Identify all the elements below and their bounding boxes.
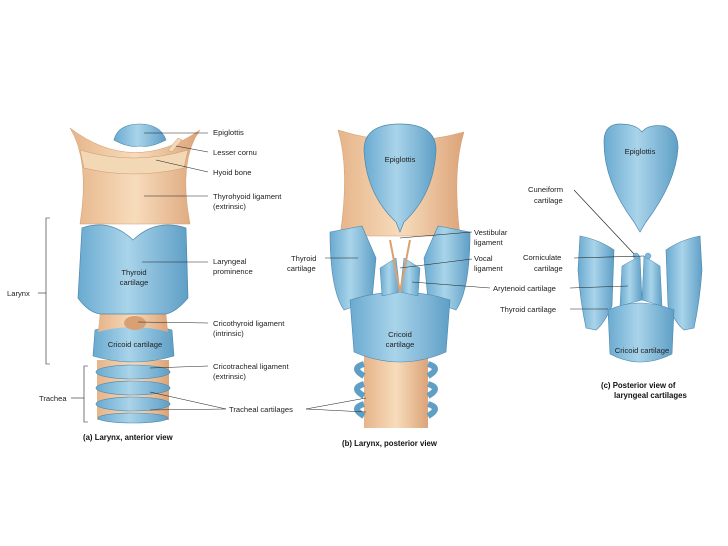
label-epiglottis-c: Epiglottis <box>624 147 656 156</box>
caption-c-line2: laryngeal cartilages <box>614 391 687 401</box>
hyoid-bone <box>79 149 189 175</box>
label-cuneiform: Cuneiform <box>528 185 564 194</box>
label-prominence: prominence <box>213 267 253 276</box>
caption-c-text-1: Posterior view of <box>612 381 676 390</box>
label-thyroid-a: Thyroid <box>121 268 147 277</box>
label-arytenoid: Arytenoid cartilage <box>493 284 556 293</box>
label-thyroid-c: Thyroid cartilage <box>500 305 557 314</box>
panel-c-illustration <box>577 123 703 363</box>
caption-c-text-2: laryngeal cartilages <box>614 391 687 400</box>
panel-b-illustration <box>329 123 471 428</box>
label-cricotracheal-ligament: Cricotracheal ligament <box>213 362 289 371</box>
caption-b-letter: (b) <box>342 439 352 448</box>
label-cartilage-a: cartilage <box>119 278 149 287</box>
caption-c: (c) Posterior view of <box>601 381 676 391</box>
tracheal-rings <box>95 364 171 424</box>
leader-lines <box>38 132 645 423</box>
caption-b: (b) Larynx, posterior view <box>342 439 437 449</box>
label-cricoid-cartilage-b: cartilage <box>385 340 415 349</box>
label-larynx: Larynx <box>7 289 30 298</box>
arytenoid-cartilage-c <box>619 255 643 307</box>
caption-b-text: Larynx, posterior view <box>354 439 437 448</box>
label-epiglottis-a: Epiglottis <box>213 128 244 137</box>
label-cuneiform-cartilage: cartilage <box>534 196 563 205</box>
label-laryngeal: Laryngeal <box>213 257 247 266</box>
cricoid-cartilage-c <box>607 302 675 363</box>
label-corniculate: Corniculate <box>523 253 562 262</box>
label-corniculate-cartilage: cartilage <box>534 264 563 273</box>
epiglottis-c <box>603 123 679 233</box>
label-vocal: Vocal <box>474 254 493 263</box>
caption-a-letter: (a) <box>83 433 93 442</box>
thyrohyoid-membrane <box>69 127 201 225</box>
thyroid-cartilage-a <box>77 224 189 315</box>
caption-c-letter: (c) <box>601 381 611 390</box>
label-cricotracheal-extrinsic: (extrinsic) <box>213 372 246 381</box>
panel-a-illustration <box>69 123 201 424</box>
trachea-b <box>364 356 428 428</box>
thyroid-cartilage-b <box>329 225 377 311</box>
label-vocal-ligament: ligament <box>474 264 503 273</box>
label-cricoid-a: Cricoid cartilage <box>107 340 163 349</box>
label-cricothyroid-intrinsic: (intrinsic) <box>213 329 244 338</box>
label-epiglottis-b: Epiglottis <box>384 155 416 164</box>
label-vestibular: Vestibular <box>474 228 508 237</box>
label-thyrohyoid-ligament: Thyrohyoid ligament <box>213 192 282 201</box>
cricoid-cartilage-b <box>349 291 451 363</box>
epiglottis-b <box>363 123 437 233</box>
label-cartilage-b: cartilage <box>287 264 316 273</box>
tracheal-ring-ends-b <box>354 361 438 419</box>
label-thyroid-b: Thyroid <box>291 254 317 263</box>
caption-a-text: Larynx, anterior view <box>94 433 173 442</box>
caption-a: (a) Larynx, anterior view <box>83 433 173 443</box>
label-cricothyroid-ligament: Cricothyroid ligament <box>213 319 285 328</box>
label-thyrohyoid-extrinsic: (extrinsic) <box>213 202 246 211</box>
label-tracheal-cartilages: Tracheal cartilages <box>229 405 293 414</box>
label-cricoid-b: Cricoid <box>388 330 412 339</box>
epiglottis-a <box>113 123 167 147</box>
thyroid-cartilage-c <box>577 235 615 331</box>
label-vestibular-ligament: ligament <box>474 238 503 247</box>
label-cricoid-c: Cricoid cartilage <box>614 346 670 355</box>
label-hyoid-bone: Hyoid bone <box>213 168 252 177</box>
label-lesser-cornu: Lesser cornu <box>213 148 257 157</box>
label-trachea: Trachea <box>39 394 67 403</box>
